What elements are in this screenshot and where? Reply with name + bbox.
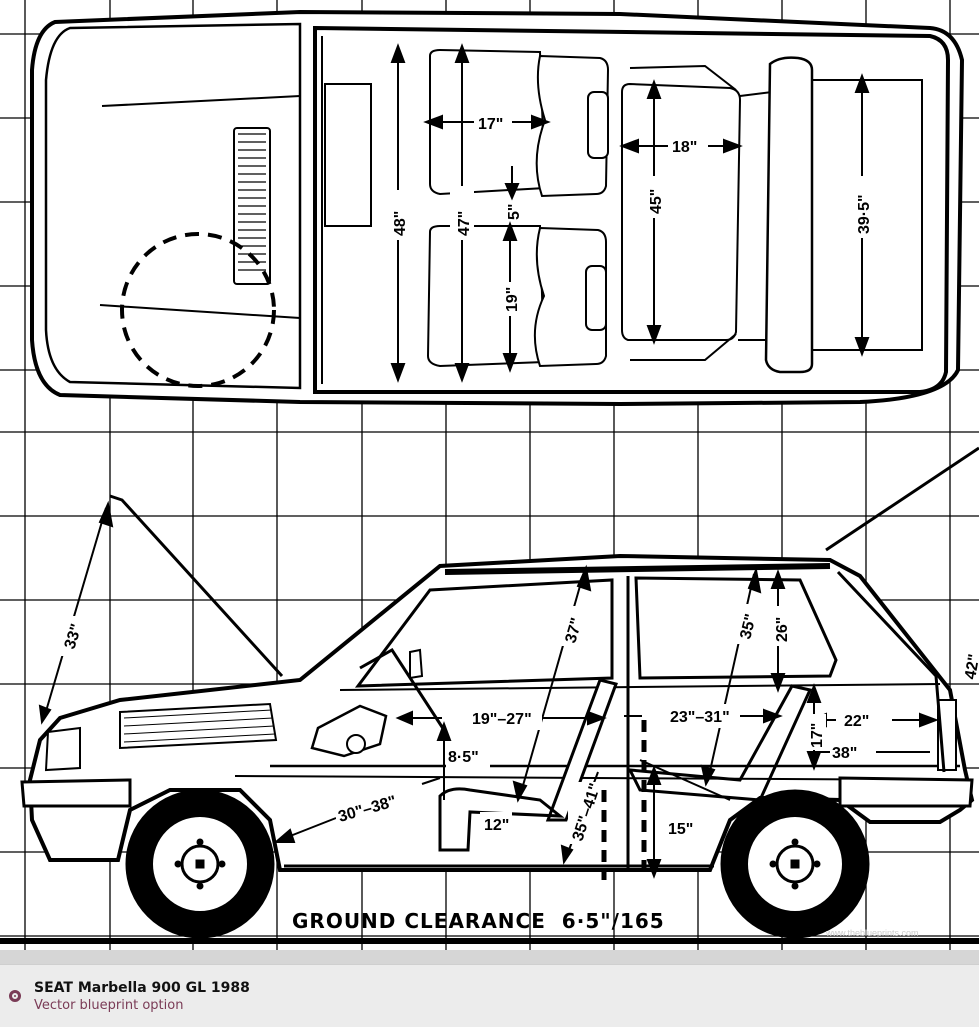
watermark: www.theblueprints.com (825, 928, 919, 938)
dim-19: 19" (504, 287, 521, 312)
dim-17: 17" (478, 116, 503, 133)
ground-line (0, 938, 979, 944)
dim-12: 12" (484, 817, 509, 834)
dim-38: 38" (832, 745, 857, 762)
caption-subtitle-link[interactable]: Vector blueprint option (34, 998, 184, 1013)
dim-15: 15" (668, 821, 693, 838)
side-view-labels: 33" 37" 35" 26" 42" 19"–27" 23"–31" 22" … (54, 604, 979, 938)
dim-8-5: 8·5" (448, 749, 479, 766)
blueprint-drawing: 48" 47" 17" 5" 19" 18" 45" 39·5" (0, 0, 979, 950)
rear-wheel (720, 789, 870, 939)
dim-17-side: 17" (809, 723, 826, 748)
dim-35: 35" (737, 612, 760, 641)
dim-5: 5" (506, 204, 523, 220)
dim-37: 37" (563, 616, 586, 645)
record-icon (9, 990, 21, 1002)
top-view (30, 9, 965, 407)
caption-bar: SEAT Marbella 900 GL 1988 Vector bluepri… (0, 964, 979, 1027)
dim-26: 26" (774, 617, 791, 642)
dim-42: 42" (962, 653, 979, 681)
dim-18: 18" (672, 139, 697, 156)
dim-39-5: 39·5" (856, 194, 873, 234)
blueprint-viewer: 48" 47" 17" 5" 19" 18" 45" 39·5" (0, 0, 979, 950)
dim-23-31: 23"–31" (670, 709, 730, 726)
dim-45: 45" (648, 189, 665, 214)
top-view-labels: 48" 47" 17" 5" 19" 18" 45" 39·5" (386, 112, 874, 316)
dim-19-27: 19"–27" (472, 711, 532, 728)
caption-title: SEAT Marbella 900 GL 1988 (34, 980, 250, 996)
dim-47: 47" (456, 211, 473, 236)
dim-48: 48" (392, 211, 409, 236)
dim-22: 22" (844, 713, 869, 730)
front-wheel (125, 789, 275, 939)
ground-clearance-label: GROUND CLEARANCE 6·5"/165 (292, 909, 665, 933)
caption-divider (0, 950, 979, 964)
